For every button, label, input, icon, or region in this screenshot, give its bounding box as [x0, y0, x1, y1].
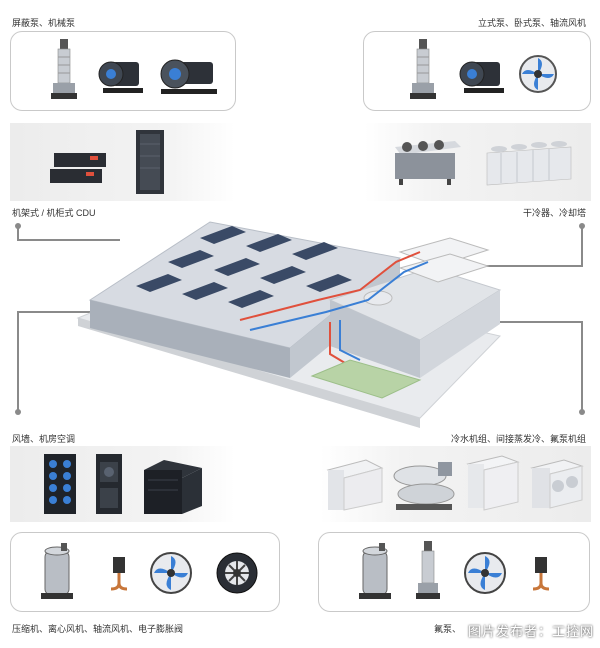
- fan-wall-icon: [44, 454, 76, 514]
- label-top-left: 屏蔽泵、机械泵: [12, 18, 76, 28]
- panel-fan-wall: [10, 446, 235, 522]
- box-components-right: [318, 532, 590, 612]
- fluorine-pump-unit-icon: [530, 459, 584, 509]
- box-shielded-pumps: [10, 31, 236, 111]
- box-components-left: [10, 532, 280, 612]
- label-lower-right: 冷水机组、间接蒸发冷、氟泵机组: [450, 434, 586, 444]
- expansion-valve-icon: [110, 557, 128, 591]
- compressor-icon: [41, 543, 73, 599]
- vertical-pump-icon: [410, 39, 436, 99]
- panel-dry-coolers: [365, 123, 591, 201]
- crac-unit-icon: [96, 454, 122, 514]
- panel-cdu: [10, 123, 235, 201]
- rack-cdu-icon: [50, 153, 106, 183]
- connector-dot: [15, 223, 21, 229]
- connector-dot: [579, 223, 585, 229]
- connector-dot: [579, 409, 585, 415]
- label-top-right: 立式泵、卧式泵、轴流风机: [477, 18, 586, 28]
- expansion-valve-icon: [532, 557, 550, 591]
- axial-fan-icon: [464, 552, 506, 594]
- box-pumps-fans: [363, 31, 591, 111]
- label-mid-left: 机架式 / 机柜式 CDU: [12, 208, 96, 218]
- connector-dot: [15, 409, 21, 415]
- label-lower-left: 风墙、机房空调: [12, 434, 76, 444]
- compressor-icon: [359, 543, 391, 599]
- centrifugal-pump-icon: [160, 59, 217, 94]
- label-mid-right: 干冷器、冷却塔: [522, 208, 586, 218]
- centrifugal-chiller-icon: [393, 462, 455, 510]
- vertical-pump-icon: [51, 39, 77, 99]
- indirect-evap-cooler-icon: [466, 455, 520, 511]
- cooling-tower-icon: [486, 141, 572, 186]
- chiller-icon: [326, 459, 384, 511]
- vertical-pump-icon: [416, 541, 440, 599]
- axial-fan-icon: [150, 552, 192, 594]
- label-bottom-right: 氟泵、: [434, 624, 462, 634]
- dry-cooler-icon: [395, 140, 461, 185]
- watermark: 图片发布者：工控网: [467, 624, 594, 639]
- label-bottom-left: 压缩机、离心风机、轴流风机、电子膨胀阀: [12, 624, 184, 634]
- axial-fan-icon: [519, 55, 557, 93]
- panel-chillers: [320, 446, 591, 522]
- horizontal-pump-icon: [459, 61, 504, 93]
- centrifugal-fan-icon: [216, 552, 258, 594]
- horizontal-pump-icon: [98, 61, 143, 93]
- cabinet-cdu-icon: [136, 130, 164, 194]
- precision-ac-icon: [144, 460, 202, 514]
